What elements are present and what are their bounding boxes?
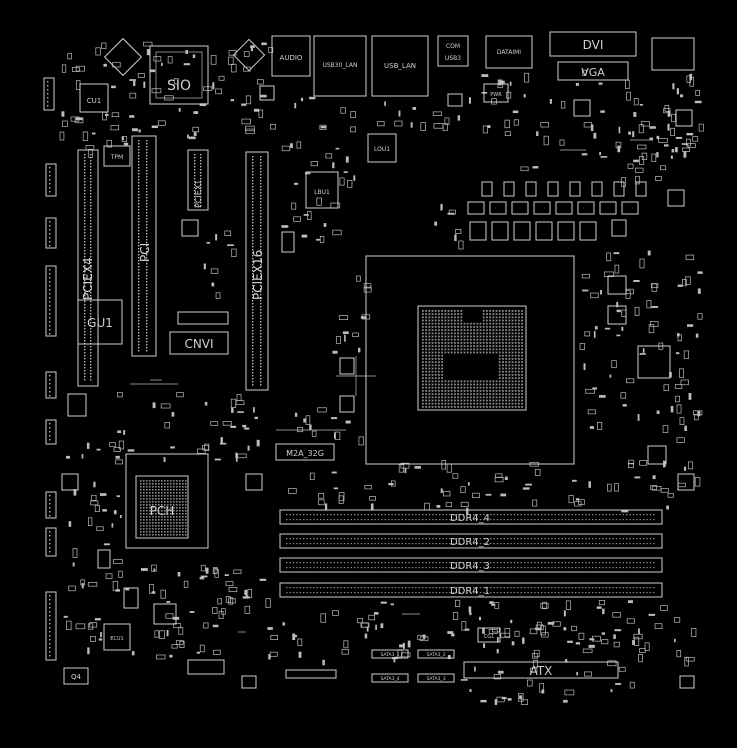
usb30-lan-label: USB30_LAN <box>322 62 357 69</box>
small-components <box>59 41 704 705</box>
expansion-slots: TPM PCIEX4 PCI PCIEX1 PCIEX16 GU1 CNVI L… <box>77 83 509 391</box>
pch-pin-array <box>140 480 187 536</box>
sata-b-label: SATA3_2 <box>426 652 445 658</box>
sata-d-label: SATA3_3 <box>426 676 445 682</box>
dvi-label: DVI <box>583 38 604 52</box>
m2-slot: M2A_32G <box>275 443 335 461</box>
left-edge-headers <box>43 77 57 661</box>
gu1-label: GU1 <box>87 316 113 330</box>
q4-label: Q4 <box>71 673 82 681</box>
tpm-label: TPM <box>110 154 123 161</box>
dataimi-label: DATAIMI <box>497 49 521 56</box>
sio-label: SIO <box>167 78 191 94</box>
pch-label: PCH <box>150 504 175 518</box>
usb-lan-label: USB_LAN <box>384 62 416 70</box>
cpu-socket <box>336 255 575 465</box>
pwr-label: PWR <box>490 92 502 98</box>
ecu1-label: ECU1 <box>110 636 124 642</box>
ddr4-4-label: DDR4_4 <box>450 513 490 524</box>
bottom-connectors: ATX SATA3_1 SATA3_2 SATA3_4 SATA3_3 Q4 E… <box>63 623 619 685</box>
pciex4-label: PCIEX4 <box>81 257 95 300</box>
ddr4-1-label: DDR4_1 <box>450 586 490 597</box>
lou1-label: LOU1 <box>374 146 390 153</box>
pch-chip: PCH <box>125 453 209 549</box>
dimm-slots: DDR4_4 DDR4_2 DDR4_3 DDR4_1 <box>279 509 663 598</box>
pciex16-label: PCIEX16 <box>251 250 265 300</box>
sata-a-label: SATA3_1 <box>380 652 399 658</box>
pciex1-label: PCIEX1 <box>194 180 203 208</box>
sata-c-label: SATA3_4 <box>380 676 399 682</box>
atx-label: ATX <box>530 664 553 678</box>
usb3-label: USB3 <box>445 55 461 62</box>
audio-label: AUDIO <box>280 54 303 62</box>
m2a-label: M2A_32G <box>286 449 324 458</box>
ddr4-3-label: DDR4_3 <box>450 561 490 572</box>
pci-label: PCI <box>138 243 152 262</box>
cpu-pin-array <box>422 310 523 408</box>
lbu1-label: LBU1 <box>314 189 330 196</box>
cnvi-label: CNVI <box>184 337 213 351</box>
com-label: COM <box>446 43 460 50</box>
ddr4-2-label: DDR4_2 <box>450 537 490 548</box>
rear-io: AUDIO USB30_LAN USB_LAN COM USB3 DATAIMI… <box>271 31 695 97</box>
cg1-label: CG1 <box>484 634 495 640</box>
sio-chip: SIO CU1 <box>79 37 266 113</box>
vga-label: VGA <box>581 66 605 79</box>
vrm-chokes <box>61 85 695 689</box>
cu1-label: CU1 <box>87 97 101 105</box>
